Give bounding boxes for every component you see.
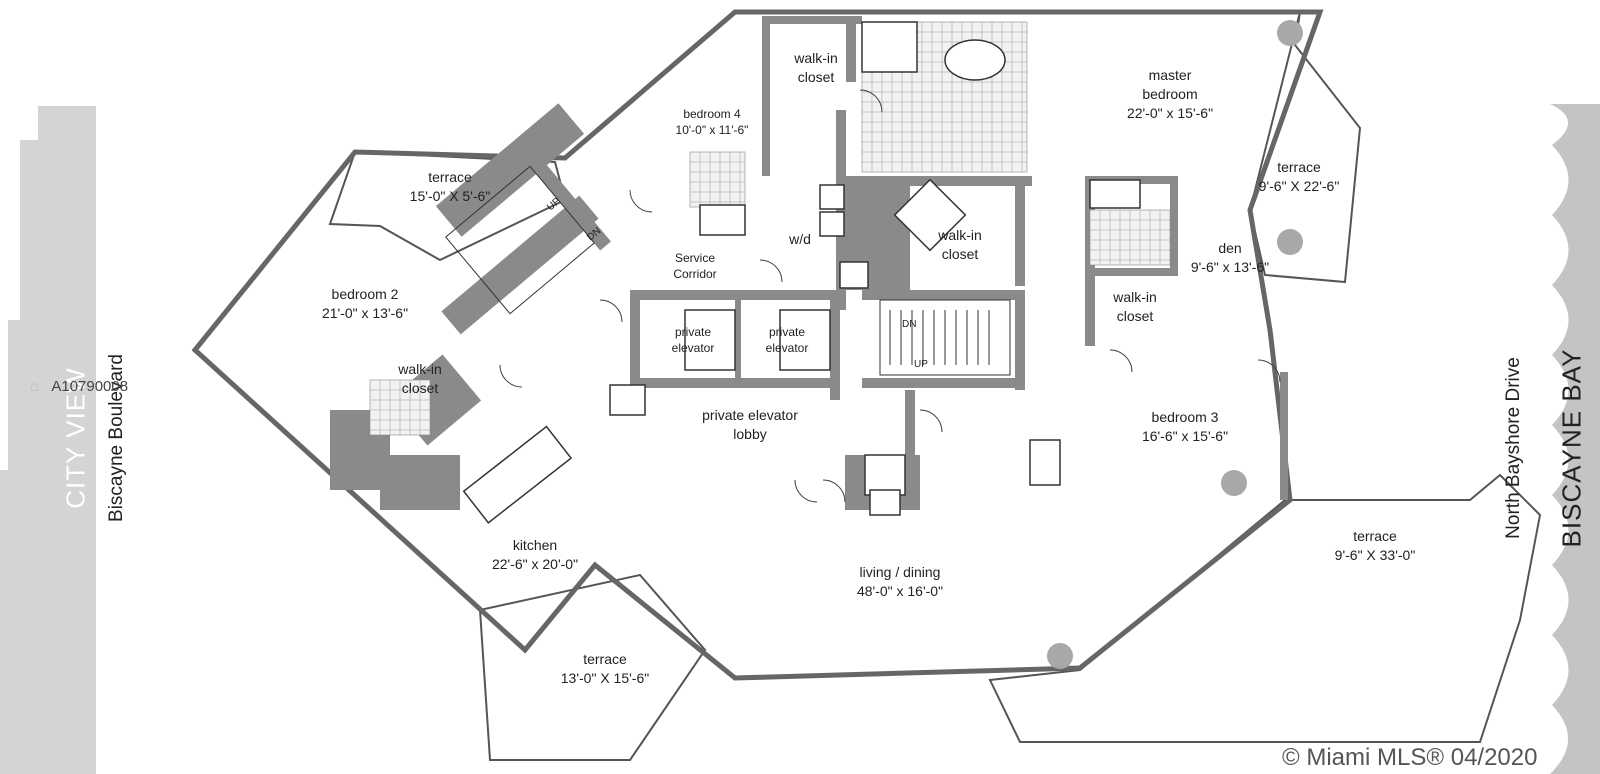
room-name: bedroom 4	[683, 107, 741, 121]
right-street-label: North Bayshore Drive	[1503, 357, 1524, 539]
kitchen-island	[462, 425, 573, 524]
right-view-label: BISCAYNE BAY	[1556, 348, 1587, 548]
stair-nw	[445, 165, 595, 315]
room-dims: 16'-6" x 15'-6"	[1141, 428, 1229, 444]
room-name: living / dining	[859, 564, 941, 580]
room-dims: 13'-0" X 15'-6"	[560, 670, 650, 686]
room-master-bedroom: master bedroom 22'-0" x 15'-6"	[1080, 66, 1260, 123]
room-walkin-closet-right: walk-in closet	[1095, 288, 1175, 326]
room-name: walk-in closet	[938, 227, 982, 262]
room-den: den 9'-6" x 13'-6"	[1175, 239, 1285, 277]
bay-waves-graphic	[1550, 104, 1600, 774]
listing-id-watermark: ⌂ A10790008	[30, 378, 128, 395]
room-kitchen: kitchen 22'-6" x 20'-0"	[470, 536, 600, 574]
room-bedroom-4: bedroom 4 10'-0" x 11'-6"	[652, 106, 772, 138]
stair-dn-label-2: DN	[902, 319, 917, 330]
room-terrace-sw: terrace 13'-0" X 15'-6"	[540, 650, 670, 688]
room-walkin-closet-center: walk-in closet	[920, 226, 1000, 264]
room-name: terrace	[428, 169, 472, 185]
room-service-corridor: Service Corridor	[650, 250, 740, 282]
room-name: private elevator	[765, 325, 809, 355]
interior-walls	[330, 16, 1288, 510]
room-name: kitchen	[512, 537, 558, 553]
structural-columns	[1047, 20, 1303, 669]
room-name: walk-in closet	[794, 50, 838, 85]
door-swings	[499, 89, 1281, 503]
room-name: walk-in closet	[1113, 289, 1157, 324]
room-terrace-e: terrace 9'-6" X 33'-0"	[1310, 527, 1440, 565]
room-dims: 22'-6" x 20'-0"	[491, 556, 579, 572]
room-elevator-lobby: private elevator lobby	[670, 406, 830, 444]
room-name: terrace	[1353, 528, 1397, 544]
room-dims: 15'-0" X 5'-6"	[409, 188, 491, 204]
room-name: w/d	[789, 231, 811, 247]
stair-center	[879, 299, 1011, 376]
stair-up-label-2: UP	[914, 359, 928, 370]
room-dims: 10'-0" x 11'-6"	[675, 123, 749, 137]
room-name: private elevator	[671, 325, 715, 355]
listing-id: A10790008	[51, 378, 129, 395]
room-dims: 9'-6" X 33'-0"	[1334, 547, 1416, 563]
room-dims: 48'-0" x 16'-0"	[856, 583, 944, 599]
exterior-wall	[191, 9, 1324, 681]
room-bedroom-3: bedroom 3 16'-6" x 15'-6"	[1115, 408, 1255, 446]
room-bedroom-2: bedroom 2 21'-0" x 13'-6"	[290, 285, 440, 323]
room-name: master bedroom	[1142, 67, 1198, 102]
room-name: private elevator lobby	[702, 407, 798, 442]
room-name: terrace	[1277, 159, 1321, 175]
room-walkin-closet-left: walk-in closet	[380, 360, 460, 398]
room-name: den	[1218, 240, 1242, 256]
room-living-dining: living / dining 48'-0" x 16'-0"	[820, 563, 980, 601]
fixtures	[462, 21, 1141, 524]
room-private-elevator-1: private elevator	[658, 324, 728, 356]
home-icon: ⌂	[30, 378, 40, 395]
room-terrace-ne: terrace 9'-6" X 22'-6"	[1234, 158, 1364, 196]
room-private-elevator-2: private elevator	[752, 324, 822, 356]
room-name: bedroom 3	[1151, 409, 1219, 425]
copyright-watermark: © Miami MLS® 04/2020	[1282, 744, 1538, 771]
room-name: Service Corridor	[673, 251, 717, 281]
room-walkin-closet-top: walk-in closet	[780, 49, 852, 87]
city-skyline-graphic	[0, 106, 96, 774]
room-dims: 9'-6" X 22'-6"	[1258, 178, 1340, 194]
room-name: terrace	[583, 651, 627, 667]
room-dims: 9'-6" x 13'-6"	[1190, 259, 1270, 275]
room-name: bedroom 2	[331, 286, 399, 302]
terrace-e-outline	[988, 473, 1542, 743]
master-bathtub	[944, 39, 1006, 81]
room-name: walk-in closet	[398, 361, 442, 396]
room-dims: 21'-0" x 13'-6"	[321, 305, 409, 321]
room-terrace-nw: terrace 15'-0" X 5'-6"	[380, 168, 520, 206]
room-dims: 22'-0" x 15'-6"	[1126, 105, 1214, 121]
room-wd: w/d	[780, 230, 820, 249]
